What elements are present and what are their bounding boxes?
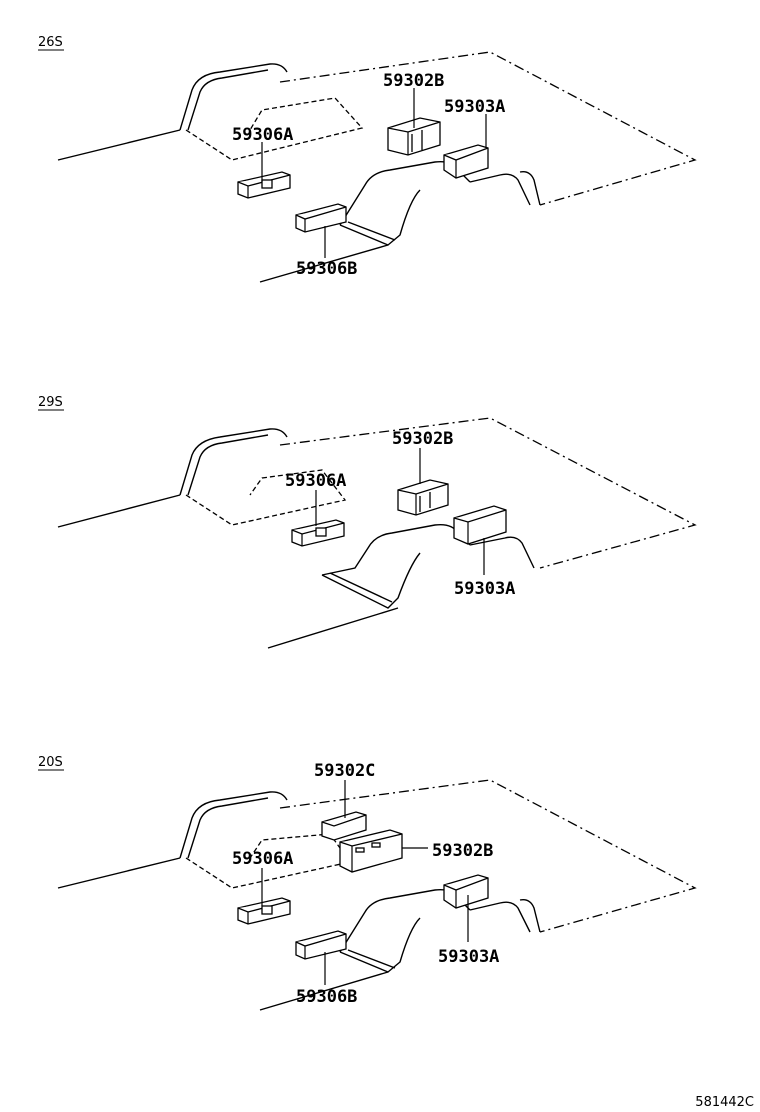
floor-edge-front bbox=[259, 971, 389, 1011]
part-59302b[interactable] bbox=[397, 479, 449, 516]
part-59303a[interactable] bbox=[443, 874, 489, 909]
part-label-59306b: 59306B bbox=[296, 259, 357, 279]
part-label-59303a: 59303A bbox=[454, 579, 515, 599]
floor-edge-left bbox=[57, 129, 181, 161]
floor-outline-dashed bbox=[279, 779, 697, 933]
tunnel-right bbox=[469, 901, 531, 933]
section-label: 26S bbox=[38, 35, 63, 50]
section-label: 20S bbox=[38, 755, 63, 770]
floor-outline-dashed bbox=[279, 417, 697, 569]
part-label-59303a: 59303A bbox=[444, 97, 505, 117]
part-59303a[interactable] bbox=[443, 144, 489, 179]
part-label-59306a: 59306A bbox=[285, 471, 346, 491]
console-dashed-base bbox=[185, 469, 347, 526]
section-26s: 26S bbox=[38, 35, 697, 283]
part-label-59302c: 59302C bbox=[314, 761, 375, 781]
console-dashed-base bbox=[185, 97, 364, 161]
floor-edge-left bbox=[57, 494, 181, 528]
floor-edge-front bbox=[259, 244, 389, 283]
tunnel-right-inner bbox=[519, 170, 541, 206]
console-hump-inner bbox=[187, 434, 269, 496]
part-label-59306a: 59306A bbox=[232, 849, 293, 869]
console-hump-inner bbox=[187, 69, 269, 131]
tunnel-front bbox=[339, 189, 421, 246]
console-hump-inner bbox=[187, 797, 269, 859]
tunnel-front-inner bbox=[347, 221, 396, 241]
tunnel-front-inner bbox=[329, 572, 393, 603]
floor-edge-left bbox=[57, 857, 181, 889]
section-20s: 20S bbox=[38, 755, 697, 1011]
section-label: 29S bbox=[38, 395, 63, 410]
part-59302c[interactable] bbox=[321, 811, 367, 841]
part-59303a[interactable] bbox=[453, 505, 507, 545]
part-label-59303a: 59303A bbox=[438, 947, 499, 967]
part-label-59302b: 59302B bbox=[392, 429, 453, 449]
tunnel-front-inner bbox=[347, 949, 396, 969]
part-label-59306a: 59306A bbox=[232, 125, 293, 145]
reference-id: 581442C bbox=[695, 1095, 754, 1110]
tunnel-right-inner bbox=[519, 898, 541, 933]
floor-outline-dashed bbox=[279, 51, 697, 206]
part-label-59302b: 59302B bbox=[432, 841, 493, 861]
section-29s: 29S 59302B bbox=[38, 395, 697, 649]
part-label-59306b: 59306B bbox=[296, 987, 357, 1007]
part-59306b[interactable] bbox=[295, 930, 347, 960]
tunnel-front bbox=[321, 552, 421, 609]
console-hump bbox=[179, 791, 288, 859]
console-hump bbox=[179, 63, 288, 131]
part-59302b[interactable] bbox=[339, 829, 403, 873]
console-hump bbox=[179, 428, 288, 496]
part-59306a[interactable] bbox=[237, 897, 291, 925]
part-label-59302b: 59302B bbox=[383, 71, 444, 91]
floor-edge-front bbox=[267, 607, 399, 649]
tunnel-right bbox=[469, 536, 535, 569]
tunnel-right bbox=[469, 173, 531, 206]
tunnel-front bbox=[339, 917, 421, 973]
part-59306b[interactable] bbox=[295, 203, 347, 233]
part-59306a[interactable] bbox=[237, 171, 291, 199]
part-59306a[interactable] bbox=[291, 519, 345, 547]
